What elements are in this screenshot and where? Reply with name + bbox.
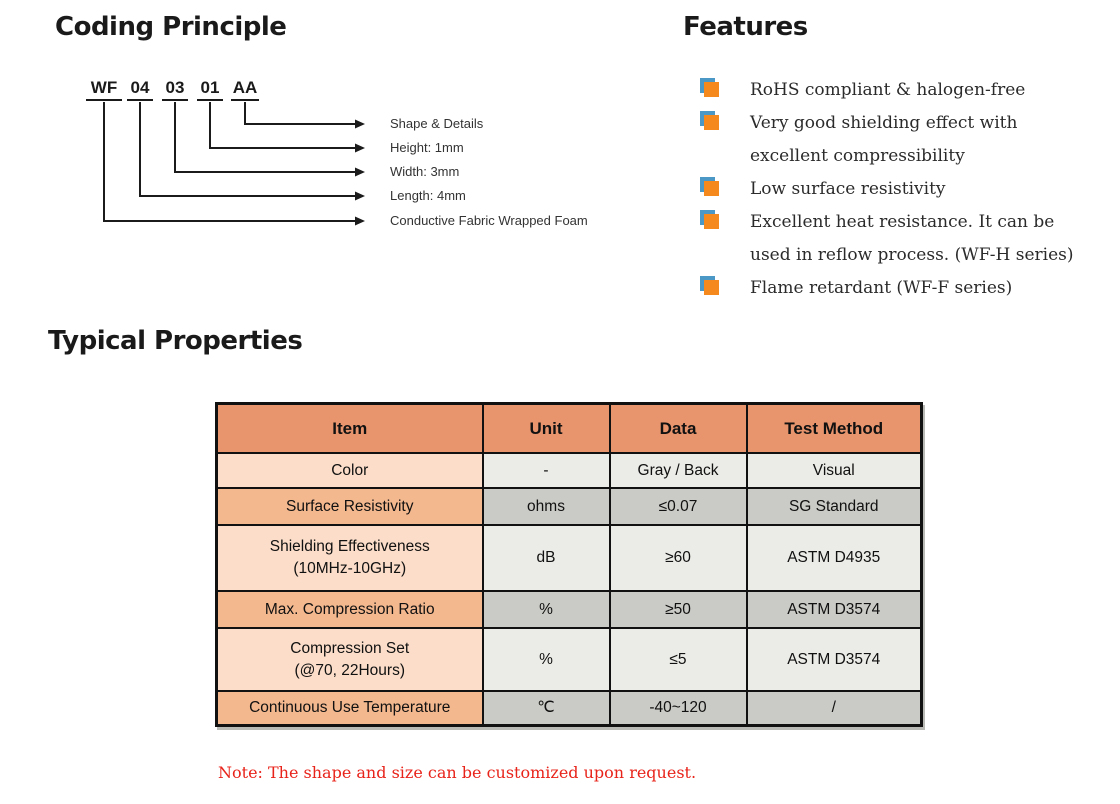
cell-item: Continuous Use Temperature [215, 690, 484, 726]
cell-item: Max. Compression Ratio [215, 590, 484, 629]
code-part-width: 03 [162, 78, 188, 101]
typical-properties-title: Typical Properties [48, 326, 303, 356]
cell-unit: - [481, 452, 611, 489]
square-bullet-icon [704, 82, 719, 97]
header-cell-method: Test Method [745, 402, 923, 454]
feature-item: Flame retardant (WF-F series) [700, 272, 1105, 305]
table-row: Compression Set (@70, 22Hours) % ≤5 ASTM… [215, 627, 923, 692]
cell-unit: ℃ [481, 690, 611, 726]
table-row: Shielding Effectiveness (10MHz-10GHz) dB… [215, 524, 923, 592]
properties-table: Item Unit Data Test Method Color - Gray … [215, 402, 923, 727]
square-bullet-icon [704, 115, 719, 130]
cell-method: SG Standard [745, 487, 923, 526]
square-bullet-icon [704, 280, 719, 295]
header-cell-data: Data [608, 402, 748, 454]
cell-unit: % [481, 627, 611, 692]
feature-text: Very good shielding effect with excellen… [750, 113, 1018, 166]
feature-item: RoHS compliant & halogen-free [700, 74, 1105, 107]
cell-data: ≤0.07 [608, 487, 748, 526]
code-part-length: 04 [127, 78, 153, 101]
diagram-connector-lines [103, 102, 365, 226]
code-part-shape: AA [231, 78, 259, 101]
cell-unit: % [481, 590, 611, 629]
cell-data: -40~120 [608, 690, 748, 726]
square-bullet-icon [704, 214, 719, 229]
coding-principle-title: Coding Principle [55, 12, 287, 42]
cell-item: Surface Resistivity [215, 487, 484, 526]
feature-text: RoHS compliant & halogen-free [750, 80, 1026, 100]
features-list: RoHS compliant & halogen-free Very good … [700, 74, 1105, 305]
cell-method: Visual [745, 452, 923, 489]
square-bullet-icon [704, 181, 719, 196]
diagram-label-height: Height: 1mm [390, 140, 464, 155]
table-row: Max. Compression Ratio % ≥50 ASTM D3574 [215, 590, 923, 629]
header-cell-unit: Unit [481, 402, 611, 454]
cell-item: Shielding Effectiveness (10MHz-10GHz) [215, 524, 484, 592]
diagram-label-shape: Shape & Details [390, 116, 484, 131]
cell-item: Color [215, 452, 484, 489]
diagram-label-width: Width: 3mm [390, 164, 460, 179]
cell-item: Compression Set (@70, 22Hours) [215, 627, 484, 692]
feature-text: Low surface resistivity [750, 179, 946, 199]
cell-unit: ohms [481, 487, 611, 526]
feature-item: Excellent heat resistance. It can be use… [700, 206, 1105, 272]
cell-method: ASTM D3574 [745, 590, 923, 629]
feature-item: Low surface resistivity [700, 173, 1105, 206]
table-header-row: Item Unit Data Test Method [215, 402, 923, 454]
cell-method: ASTM D3574 [745, 627, 923, 692]
cell-unit: dB [481, 524, 611, 592]
table-row: Continuous Use Temperature ℃ -40~120 / [215, 690, 923, 726]
header-cell-item: Item [215, 402, 484, 454]
cell-method: / [745, 690, 923, 726]
diagram-label-length: Length: 4mm [390, 188, 466, 203]
code-part-height: 01 [197, 78, 223, 101]
note-text: Note: The shape and size can be customiz… [218, 763, 697, 782]
feature-text: Flame retardant (WF-F series) [750, 278, 1013, 298]
table-row: Color - Gray / Back Visual [215, 452, 923, 489]
cell-method: ASTM D4935 [745, 524, 923, 592]
cell-data: ≥50 [608, 590, 748, 629]
cell-data: ≤5 [608, 627, 748, 692]
code-part-material: WF [86, 78, 122, 101]
feature-text: Excellent heat resistance. It can be use… [750, 212, 1074, 265]
feature-item: Very good shielding effect with excellen… [700, 107, 1105, 173]
features-title: Features [683, 12, 808, 42]
table-row: Surface Resistivity ohms ≤0.07 SG Standa… [215, 487, 923, 526]
diagram-label-material: Conductive Fabric Wrapped Foam [390, 213, 588, 228]
cell-data: ≥60 [608, 524, 748, 592]
cell-data: Gray / Back [608, 452, 748, 489]
